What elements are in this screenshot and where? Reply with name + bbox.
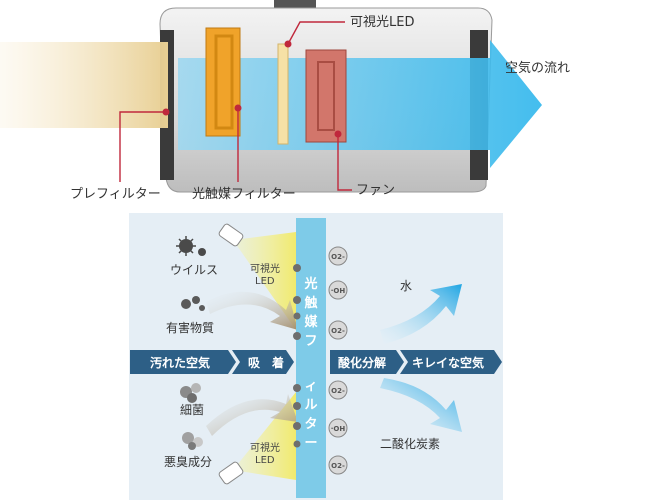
filter-char: ル (304, 398, 317, 413)
label-fan: ファン (356, 183, 395, 198)
molecule-label: O2- (331, 387, 345, 395)
fan-leader (337, 134, 352, 191)
clean-arrow-top (380, 284, 462, 344)
fan-part (305, 49, 347, 143)
flow-adsorption-label: 吸 着 (248, 355, 284, 370)
prefilter-leader (119, 111, 166, 182)
particle (293, 422, 301, 430)
led-leader (287, 21, 345, 45)
molecule-label: O2- (331, 253, 345, 261)
pollutant-virus: ウイルス (170, 263, 218, 277)
filter-pattern (214, 34, 234, 130)
output-co2: 二酸化炭素 (380, 436, 440, 451)
filter-char: 光 (303, 276, 317, 292)
molecule-o2-1 (328, 246, 348, 266)
dirty-arrow-bottom (206, 394, 298, 436)
flow-dirty-air-label: 汚れた空気 (150, 355, 210, 370)
led-emitter-top (218, 223, 244, 247)
device-illustration (0, 0, 542, 193)
filter-char: フ (304, 334, 317, 349)
label-photocatalyst-filter: 光触媒フィルター (192, 187, 296, 202)
particle (293, 312, 301, 320)
molecule-o2-2 (328, 320, 348, 340)
bacteria-icon (180, 383, 201, 403)
filter-char: 触 (303, 295, 317, 311)
prefilter-dot (162, 108, 170, 116)
harmful-substance-icon (181, 296, 205, 311)
molecule-label: ·OH (331, 287, 346, 295)
label-led: 可視光LED (350, 15, 414, 30)
label-airflow: 空気の流れ (505, 60, 570, 76)
photocatalyst-filter-column (296, 218, 326, 498)
led-label-bottom-line1: 可視光 (250, 441, 280, 454)
led-label-top-line2: LED (255, 276, 275, 287)
flow-oxidation (330, 350, 404, 374)
particle (293, 296, 301, 304)
molecule-o2-3 (328, 380, 348, 400)
molecule-oh-2 (328, 418, 348, 438)
adsorbed-particles (293, 264, 301, 448)
particle (293, 264, 301, 272)
particle (293, 440, 301, 448)
fan-blade (317, 61, 335, 131)
filter-vertical-label: 光 触 媒 フ ィ ル タ ー (303, 276, 318, 451)
led-dot (284, 40, 292, 48)
molecule-o2-4 (328, 455, 348, 475)
fan-dot (334, 130, 342, 138)
dirty-arrow-top (206, 291, 298, 330)
flow-dirty-air (130, 350, 236, 374)
molecule-label: O2- (331, 462, 345, 470)
label-prefilter: プレフィルター (70, 187, 161, 202)
particle (293, 384, 301, 392)
air-out-arrow (178, 40, 542, 168)
filter-char: タ (304, 417, 317, 432)
reactive-molecules: O2- ·OH O2- O2- ·OH O2- (328, 246, 348, 475)
molecule-oh-1 (328, 280, 348, 300)
filter-char: 媒 (304, 314, 318, 330)
process-flow-bar (130, 350, 502, 374)
led-label-top-line1: 可視光 (250, 262, 280, 275)
led-bar (277, 43, 289, 145)
particle (293, 402, 301, 410)
mechanism-panel: 汚れた空気 吸 着 酸化分解 キレイな空気 光 触 媒 フ ィ ル タ ー (129, 213, 503, 500)
flow-clean-air (400, 350, 502, 374)
flow-adsorption (232, 350, 294, 374)
filter-char: ー (304, 436, 317, 451)
molecule-label: ·OH (331, 425, 346, 433)
pollutant-odor: 悪臭成分 (164, 454, 212, 469)
led-emitter-bottom (218, 461, 244, 485)
pollutant-harmful: 有害物質 (166, 320, 214, 335)
photocatalyst-dot (234, 104, 242, 112)
output-water: 水 (400, 279, 412, 293)
callouts (119, 21, 352, 191)
flow-oxidation-label: 酸化分解 (338, 355, 386, 370)
flow-clean-air-label: キレイな空気 (412, 355, 484, 370)
led-label-bottom-line2: LED (255, 455, 275, 466)
pollutant-bacteria: 細菌 (180, 403, 204, 417)
particle (293, 332, 301, 340)
filter-char: ィ (304, 379, 317, 394)
molecule-label: O2- (331, 327, 345, 335)
clean-arrow-bottom (380, 378, 462, 432)
odor-icon (182, 432, 203, 450)
virus-icon (176, 236, 206, 256)
photocatalyst-filter-part (205, 27, 241, 137)
air-in-stream (0, 42, 168, 128)
